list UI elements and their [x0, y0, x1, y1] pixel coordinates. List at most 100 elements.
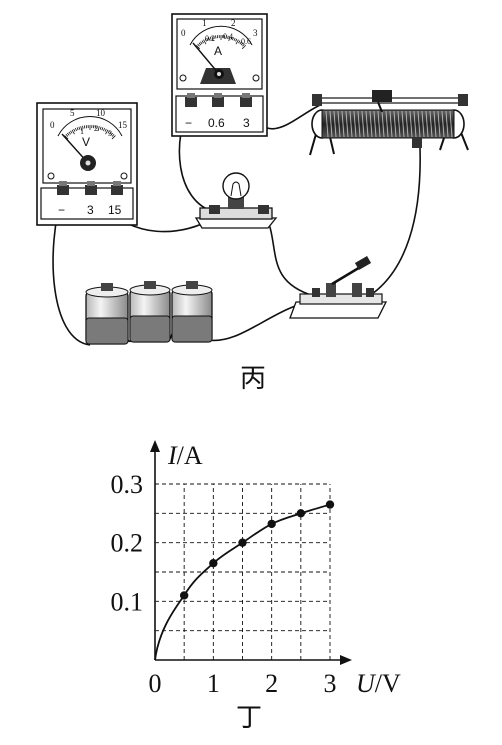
coil-winding	[349, 110, 353, 138]
x-tick-label: 3	[324, 669, 337, 698]
dial-tick	[208, 37, 210, 41]
dial-tick	[104, 128, 107, 132]
dial-tick	[195, 44, 201, 50]
coil-winding	[413, 110, 417, 138]
coil-winding	[377, 110, 381, 138]
dial-tick	[209, 36, 212, 40]
dial-tick	[97, 126, 100, 132]
dial-tick	[82, 125, 84, 129]
coil-winding	[437, 110, 441, 138]
dial-tick	[230, 36, 233, 40]
coil-winding	[329, 110, 333, 138]
data-point	[209, 559, 218, 568]
battery-2	[129, 281, 171, 343]
ammeter-scale-top-1: 1	[202, 18, 207, 28]
voltmeter-terminal-neg: −	[58, 203, 65, 217]
data-point	[267, 519, 276, 529]
ammeter-scale-bottom-04: 0.4	[223, 32, 233, 41]
x-axis-label: U/V	[356, 669, 401, 698]
dial-tick	[198, 42, 202, 46]
coil-winding	[441, 110, 445, 138]
dial-tick	[67, 132, 70, 136]
battery-pack	[85, 281, 213, 345]
coil-winding	[361, 110, 365, 138]
ammeter-scale-top-0: 0	[181, 28, 186, 38]
ammeter-terminal-06: 0.6	[208, 116, 225, 130]
dial-tick	[203, 39, 207, 45]
dial-tick	[232, 37, 234, 41]
voltmeter-unit-label: V	[82, 135, 90, 149]
voltmeter-terminal-3: 3	[87, 203, 94, 217]
coil-winding	[425, 110, 429, 138]
dial-tick	[228, 36, 231, 42]
coil-winding	[341, 110, 345, 138]
coil-winding	[405, 110, 409, 138]
coil-winding	[389, 110, 393, 138]
coil-winding	[417, 110, 421, 138]
rheostat	[309, 90, 469, 156]
ammeter-terminal-3: 3	[243, 116, 250, 130]
dial-tick	[197, 43, 200, 47]
data-point	[325, 500, 335, 509]
battery-1	[85, 283, 129, 345]
voltmeter-screw	[47, 172, 55, 180]
dial-tick	[71, 129, 75, 135]
y-tick-label: 0.2	[111, 529, 144, 558]
dial-tick	[80, 126, 83, 132]
y-axis-label: I/A	[167, 441, 203, 470]
dial-tick	[227, 35, 229, 39]
coil-winding	[385, 110, 389, 138]
coil-winding	[409, 110, 413, 138]
dial-tick	[76, 127, 79, 131]
dial-tick	[99, 126, 102, 130]
graph-caption: 丁	[236, 703, 263, 732]
dial-tick	[239, 41, 242, 45]
ammeter-terminals	[185, 93, 252, 107]
chart-grid	[155, 483, 331, 660]
coil-winding	[393, 110, 397, 138]
data-point	[296, 509, 306, 518]
x-tick-label: 2	[265, 669, 278, 698]
voltmeter-terminals	[57, 181, 123, 195]
data-point	[179, 591, 189, 600]
battery-3	[171, 281, 213, 343]
coil-winding	[357, 110, 361, 138]
dial-tick	[235, 39, 239, 45]
x-tick-label: 1	[207, 669, 220, 698]
coil-winding	[365, 110, 369, 138]
dial-tick	[101, 127, 104, 131]
dial-tick	[111, 135, 116, 140]
voltmeter-scale-top-10: 10	[96, 108, 106, 118]
voltmeter-scale-bottom-1: 1	[80, 127, 84, 136]
x-tick-labels: 0 1 2 3	[149, 669, 337, 698]
coil-winding	[445, 110, 449, 138]
dial-tick	[103, 127, 106, 132]
coil-winding	[381, 110, 385, 138]
dial-tick	[73, 128, 76, 132]
coil-winding	[401, 110, 405, 138]
coil-winding	[353, 110, 357, 138]
x-tick-label: 0	[149, 669, 162, 698]
light-bulb	[194, 172, 278, 229]
ammeter-needle	[192, 42, 220, 75]
dial-tick	[74, 127, 77, 132]
voltmeter-scale-bottom-3: 3	[108, 129, 112, 138]
voltmeter-scale-top-5: 5	[70, 108, 75, 118]
dial-tick	[206, 37, 209, 41]
dial-tick	[233, 37, 236, 41]
dial-tick	[65, 133, 69, 137]
ammeter-unit-label: A	[214, 44, 222, 58]
dial-tick	[107, 130, 110, 134]
coil-winding	[433, 110, 437, 138]
coil-winding	[337, 110, 341, 138]
dial-tick	[70, 130, 73, 134]
dial-tick	[235, 38, 238, 42]
coil-winding	[369, 110, 373, 138]
circuit-caption: 丙	[240, 364, 267, 393]
ammeter-scale-bottom-06: 0.6	[241, 37, 251, 46]
dial-tick	[68, 131, 71, 135]
dial-tick	[242, 43, 245, 47]
y-axis-arrow	[150, 440, 160, 452]
dial-tick	[109, 131, 112, 135]
